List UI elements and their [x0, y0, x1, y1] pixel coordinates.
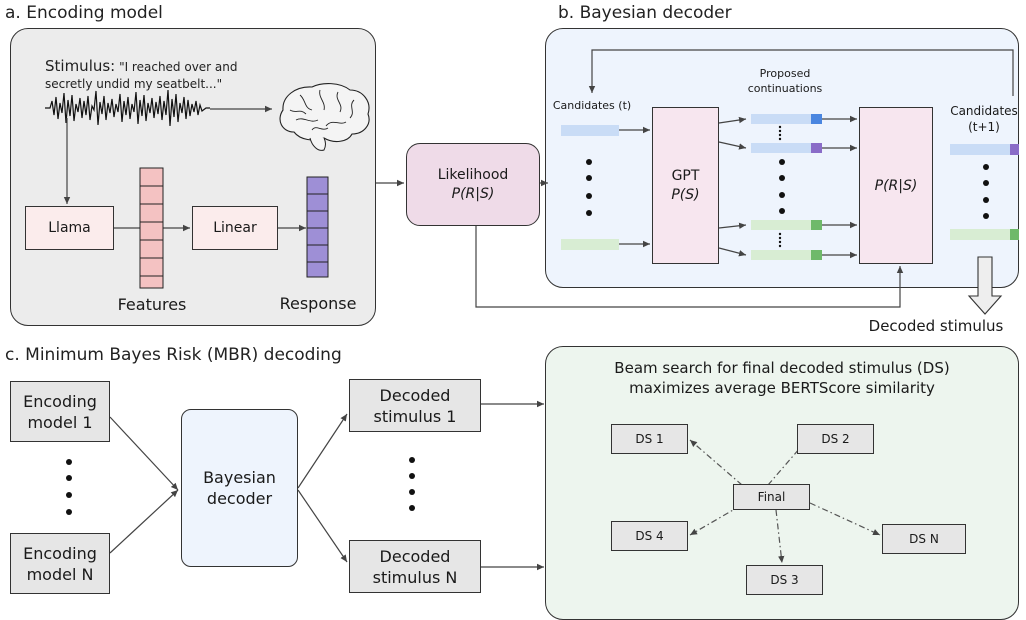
- dsn-box: DS N: [882, 524, 966, 554]
- encoding-model-1-line2: model 1: [27, 412, 93, 432]
- candidates-t1-line1: Candidates: [950, 104, 1018, 118]
- decoded-stimulus-1-box: Decoded stimulus 1: [349, 379, 481, 432]
- features-label: Features: [117, 295, 187, 314]
- ds1-label: DS 1: [635, 432, 664, 446]
- proposed-line2: continuations: [747, 82, 823, 95]
- response-label: Response: [279, 294, 357, 313]
- panel-c-title: c. Minimum Bayes Risk (MBR) decoding: [5, 345, 342, 365]
- candidates-t1-label: Candidates (t+1): [944, 103, 1024, 135]
- ds4-label: DS 4: [635, 529, 664, 543]
- final-box: Final: [733, 484, 810, 510]
- likelihood-label: Likelihood: [437, 166, 509, 183]
- llama-box: Llama: [25, 206, 114, 250]
- decoded-1-line1: Decoded: [379, 385, 451, 405]
- bayesian-decoder-line1: Bayesian: [203, 468, 276, 487]
- bayesian-decoder-box: Bayesian decoder: [181, 409, 298, 567]
- final-label: Final: [757, 490, 786, 504]
- encoding-model-n-line2: model N: [26, 564, 94, 584]
- decoded-n-line1: Decoded: [379, 546, 451, 566]
- candidates-t1-line2: (t+1): [968, 120, 1000, 134]
- prs-label: P(R|S): [874, 177, 918, 194]
- decoded-stimulus-arrow: [967, 256, 1003, 315]
- brain-icon: [279, 83, 370, 151]
- stimulus-quote-line1: "I reached over and: [119, 60, 238, 74]
- llama-label: Llama: [48, 220, 91, 236]
- linear-label: Linear: [213, 220, 257, 236]
- linear-box: Linear: [192, 206, 278, 250]
- proposed-continuations-label: Proposed continuations: [735, 66, 835, 96]
- gpt-box: GPT P(S): [652, 107, 719, 264]
- beam-line2: maximizes average BERTScore similarity: [629, 379, 935, 397]
- ds2-label: DS 2: [821, 432, 850, 446]
- gpt-label: GPT: [671, 167, 700, 184]
- ds1-box: DS 1: [611, 424, 688, 454]
- proposed-line1: Proposed: [759, 67, 811, 80]
- ds3-box: DS 3: [746, 565, 823, 595]
- beam-line1: Beam search for final decoded stimulus (…: [614, 359, 950, 377]
- decoded-stimulus-label: Decoded stimulus: [868, 317, 1004, 335]
- response-vector: [306, 176, 329, 278]
- likelihood-formula: P(R|S): [451, 185, 495, 202]
- dsn-label: DS N: [909, 532, 939, 546]
- encoding-model-n-box: Encoding model N: [10, 533, 110, 594]
- ds3-label: DS 3: [770, 573, 799, 587]
- likelihood-box: Likelihood P(R|S): [406, 143, 540, 226]
- panel-a-title: a. Encoding model: [5, 3, 163, 23]
- decoded-n-line2: stimulus N: [372, 567, 458, 587]
- prs-box: P(R|S): [859, 107, 933, 264]
- panel-b-title: b. Bayesian decoder: [558, 3, 732, 23]
- beam-search-caption: Beam search for final decoded stimulus (…: [556, 358, 1008, 398]
- candidates-t-label: Candidates (t): [552, 99, 632, 112]
- encoding-model-1-line1: Encoding: [23, 391, 97, 411]
- audio-waveform: [45, 89, 210, 127]
- gpt-formula: P(S): [671, 186, 700, 203]
- ds4-box: DS 4: [611, 521, 688, 551]
- feature-vector: [139, 167, 164, 289]
- stimulus-label: Stimulus:: [45, 57, 116, 75]
- decoded-1-line2: stimulus 1: [373, 406, 457, 426]
- encoding-model-n-line1: Encoding: [23, 543, 97, 563]
- encoding-model-1-box: Encoding model 1: [10, 381, 110, 442]
- bayesian-decoder-panel: [545, 28, 1019, 288]
- stimulus-text: Stimulus: "I reached over and secretly u…: [45, 58, 275, 93]
- ds2-box: DS 2: [797, 424, 874, 454]
- decoded-stimulus-n-box: Decoded stimulus N: [349, 540, 481, 593]
- bayesian-decoder-line2: decoder: [206, 489, 273, 508]
- stimulus-quote-line2: secretly undid my seatbelt...": [45, 77, 223, 91]
